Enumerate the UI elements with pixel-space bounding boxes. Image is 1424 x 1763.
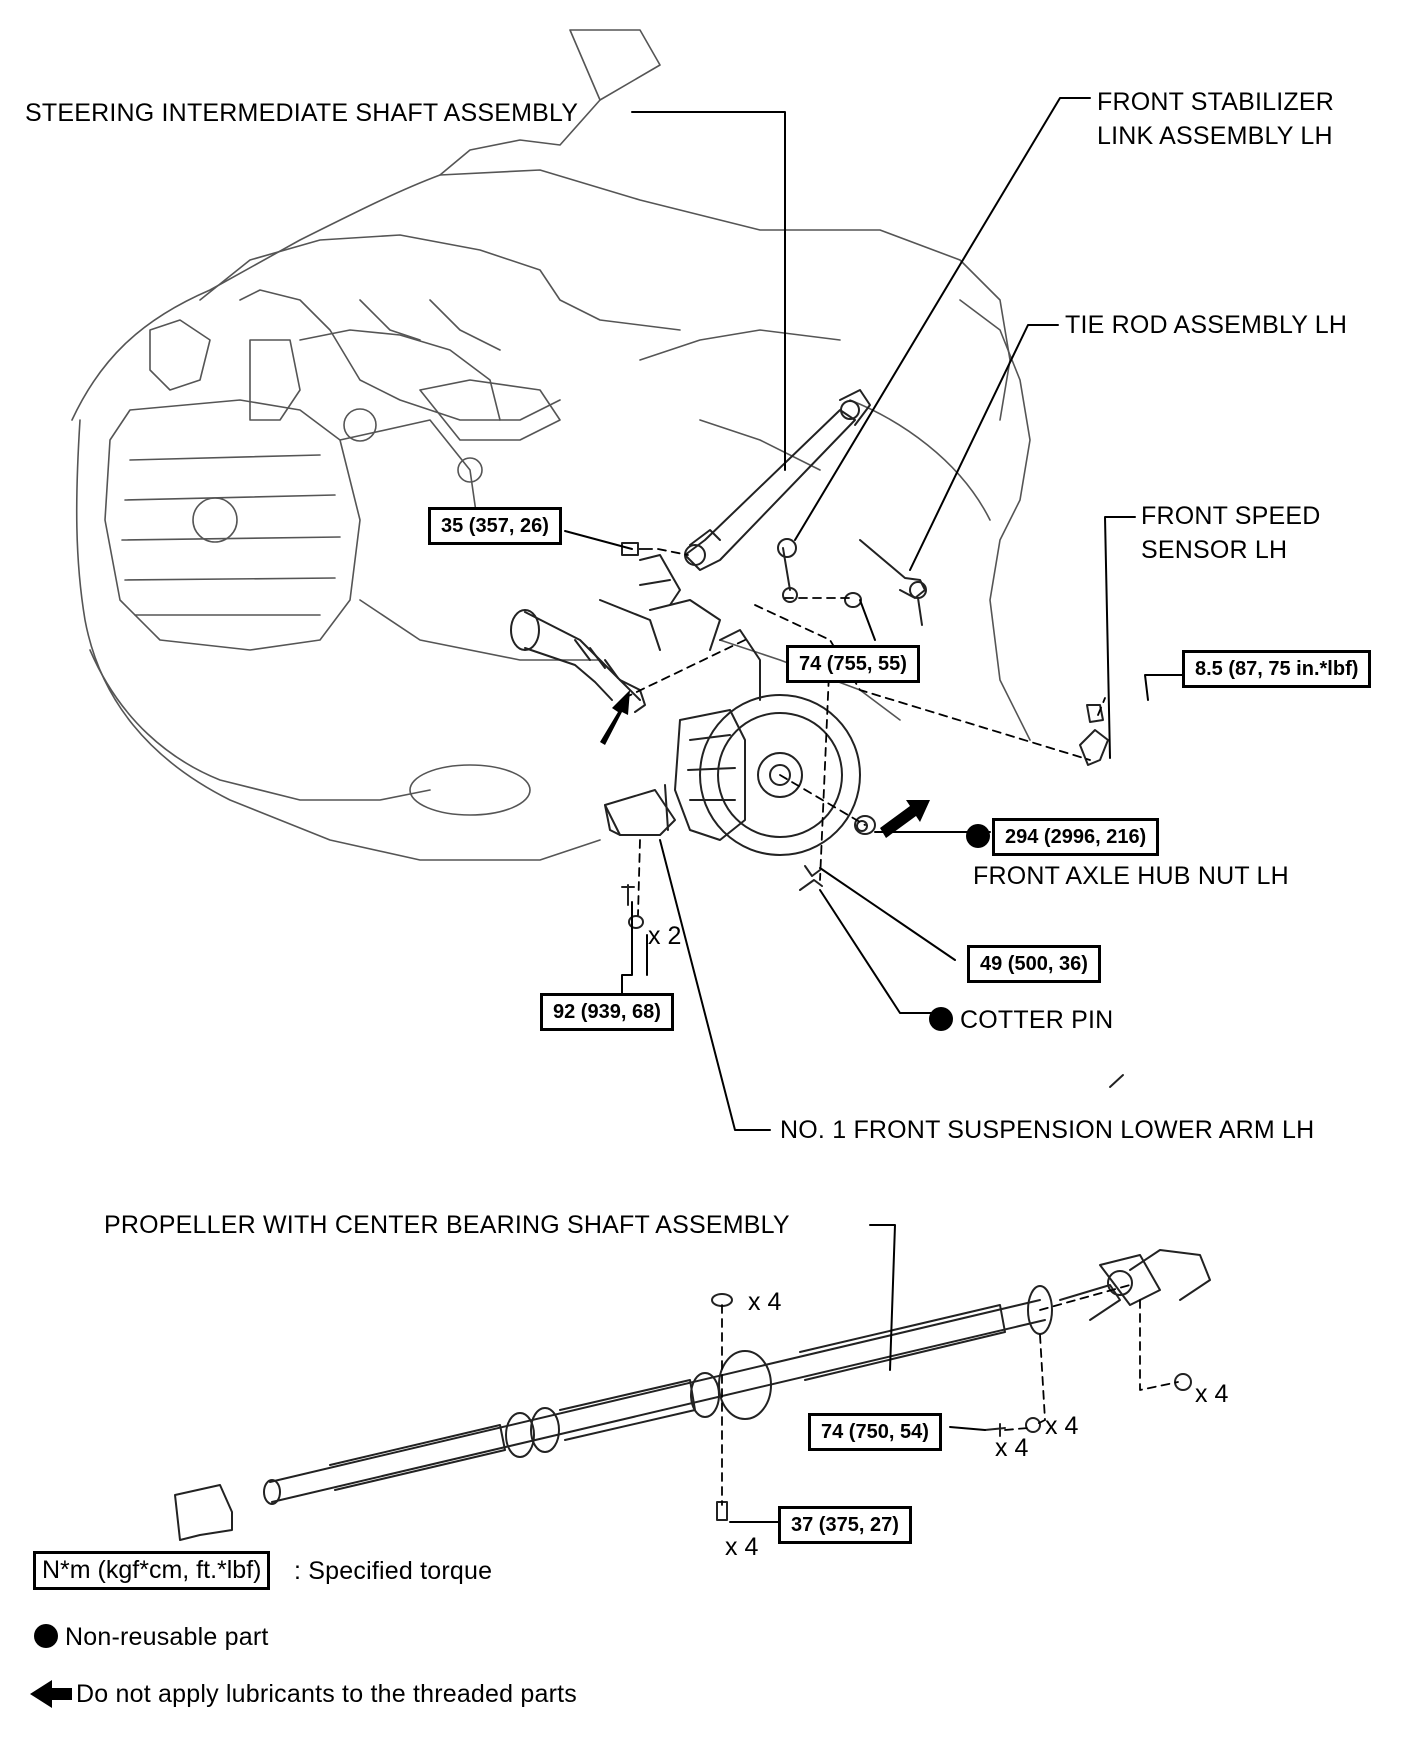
quantity-lower-arm: x 2: [648, 922, 682, 950]
nonreusable-dot-hub-nut: [966, 824, 990, 848]
knuckle-and-brake-part: [599, 554, 861, 856]
cotter-pin-label: COTTER PIN: [960, 1006, 1114, 1034]
stabilizer-link-label-line2: LINK ASSEMBLY LH: [1097, 122, 1333, 150]
lower-arm-bracket-part: [604, 784, 676, 836]
torque-box-speed-sensor-bolt: 8.5 (87, 75 in.*lbf): [1182, 650, 1372, 688]
stabilizer-link-label-line1: FRONT STABILIZER: [1097, 88, 1335, 116]
tie-rod-part: [859, 539, 927, 626]
quantity-center-bolt: x 4: [725, 1533, 759, 1561]
legend-nonreusable-dot: [34, 1624, 58, 1648]
torque-box-stabilizer-nut: 74 (755, 55): [786, 645, 920, 683]
torque-box-lower-arm-bolt: 92 (939, 68): [540, 993, 674, 1031]
quantity-flange-bolt: x 4: [995, 1434, 1029, 1462]
legend-nonreusable-text: Non-reusable part: [65, 1623, 269, 1651]
drive-shaft-part: [510, 609, 646, 713]
speed-sensor-label-line2: SENSOR LH: [1141, 536, 1288, 564]
quantity-flange-washer: x 4: [1045, 1412, 1079, 1440]
steering-shaft-part: [684, 389, 871, 571]
quantity-bearing-nut: x 4: [748, 1288, 782, 1316]
propeller-shaft-part: [174, 1249, 1211, 1541]
steering-shaft-label: STEERING INTERMEDIATE SHAFT ASSEMBLY: [25, 99, 579, 127]
speed-sensor-label-line1: FRONT SPEED: [1141, 502, 1321, 530]
lower-arm-label: NO. 1 FRONT SUSPENSION LOWER ARM LH: [780, 1116, 1315, 1144]
torque-box-propeller-bolt: 74 (750, 54): [808, 1413, 942, 1451]
torque-box-center-bearing-bolt: 37 (375, 27): [778, 1506, 912, 1544]
torque-box-tie-rod-nut: 49 (500, 36): [967, 945, 1101, 983]
torque-box-steering-bolt: 35 (357, 26): [428, 507, 562, 545]
leader-lines: [564, 97, 1183, 1523]
nonreusable-dot-cotter-pin: [929, 1007, 953, 1031]
legend-torque-box: N*m (kgf*cm, ft.*lbf): [33, 1551, 271, 1590]
tie-rod-label: TIE ROD ASSEMBLY LH: [1065, 311, 1348, 339]
stabilizer-link-part: [777, 538, 798, 603]
quantity-diff-nut: x 4: [1195, 1380, 1229, 1408]
legend-lubricant-text: Do not apply lubricants to the threaded …: [76, 1680, 577, 1708]
no-lubricant-arrow-icons: [30, 690, 930, 1708]
hub-nut-label: FRONT AXLE HUB NUT LH: [973, 862, 1289, 890]
vehicle-body-outline: [71, 29, 1031, 861]
propeller-shaft-label: PROPELLER WITH CENTER BEARING SHAFT ASSE…: [104, 1211, 790, 1239]
torque-box-hub-nut: 294 (2996, 216): [992, 818, 1160, 856]
legend-torque-text: : Specified torque: [294, 1557, 493, 1585]
